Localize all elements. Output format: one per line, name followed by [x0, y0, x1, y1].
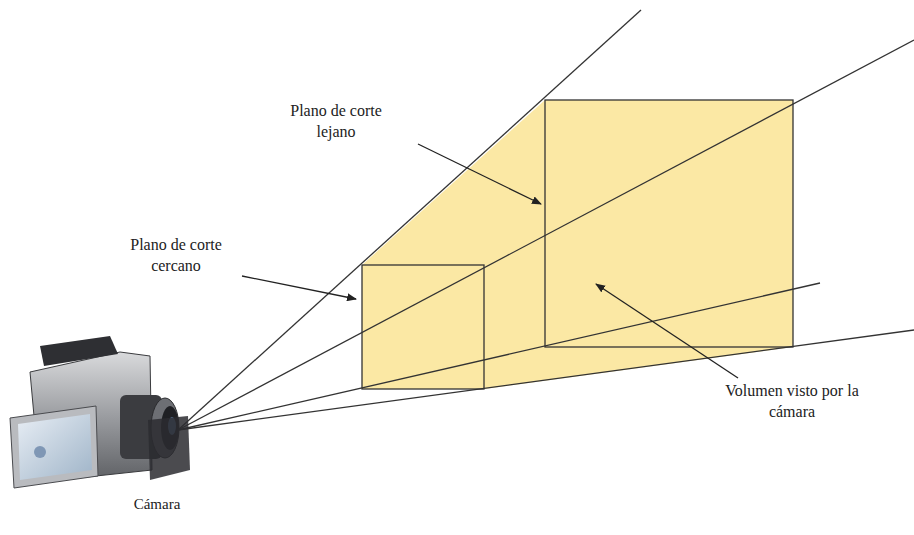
near-plane	[362, 265, 484, 389]
volume-label: Volumen visto por la cámara	[712, 380, 872, 422]
near-plane-label: Plano de corte cercano	[112, 234, 240, 276]
view-volume	[362, 100, 793, 389]
far-plane-label: Plano de corte lejano	[276, 100, 396, 142]
camcorder-icon	[10, 336, 190, 488]
leader-lines	[242, 144, 738, 378]
far-plane	[545, 100, 793, 347]
camera-label: Cámara	[112, 494, 202, 515]
view-rays	[178, 10, 914, 430]
